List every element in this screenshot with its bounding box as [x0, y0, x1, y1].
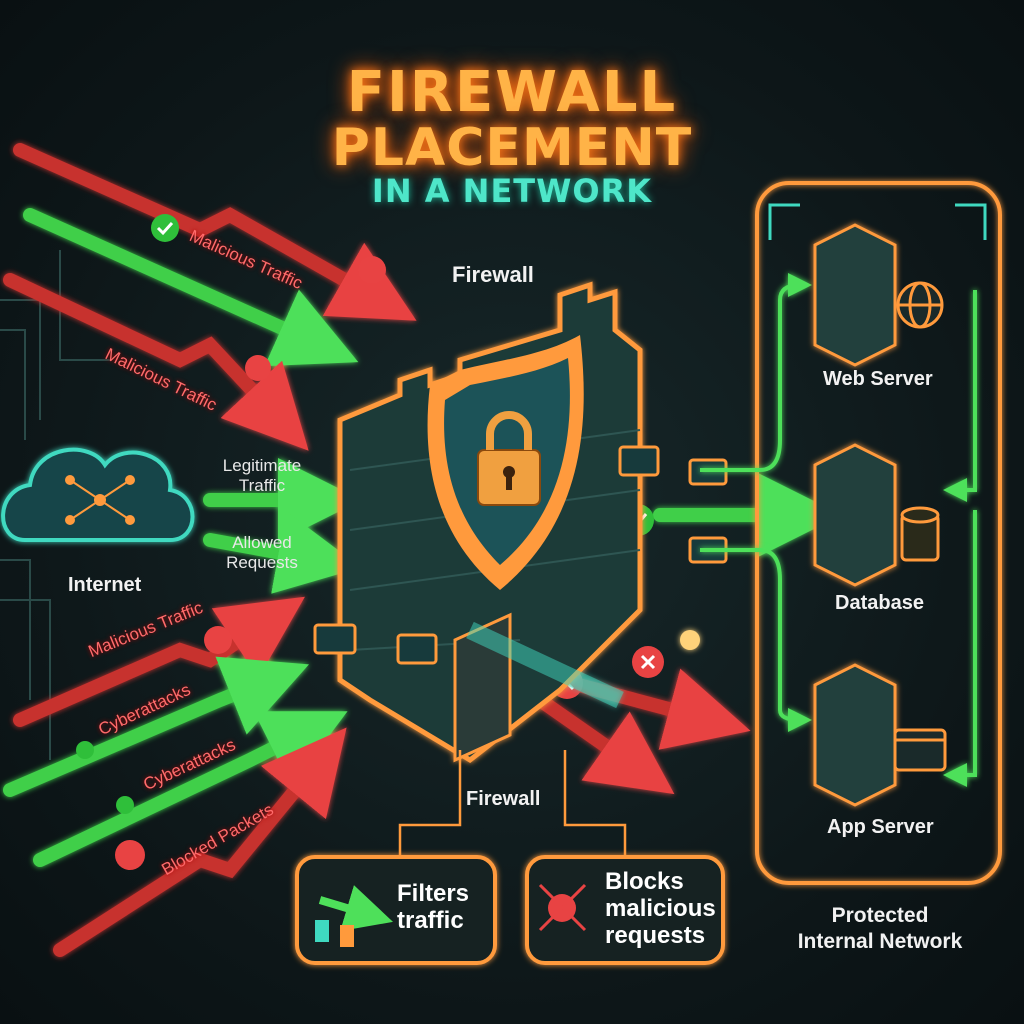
filter-flow-icon	[315, 885, 393, 947]
arrow-malicious-1	[13, 143, 417, 321]
server-label: Database	[835, 592, 924, 614]
arrow-allowed-2	[203, 511, 362, 594]
server-label: App Server	[827, 816, 934, 838]
traffic-label: Allowed Requests	[212, 533, 312, 573]
skull-icon	[538, 883, 587, 932]
title-line-1: FIREWALL	[346, 60, 678, 125]
arrow-malicious-2	[3, 273, 309, 451]
panel-corners	[768, 203, 987, 240]
legitimate-traffic-text: Legitimate Traffic	[222, 456, 302, 495]
traffic-label: Legitimate Traffic	[212, 456, 312, 496]
server-label: Web Server	[823, 368, 933, 390]
allowed-requests-text: Allowed Requests	[226, 533, 298, 572]
internal-network-label: Protected Internal Network	[780, 903, 980, 955]
title-line-3: IN A NETWORK	[371, 172, 653, 210]
feature-line: Filters	[397, 880, 470, 907]
skull-icon	[115, 256, 386, 870]
feature-line: malicious	[605, 895, 716, 922]
cloud-network-icon	[1, 447, 195, 542]
database-icon	[900, 506, 940, 562]
browser-window-icon	[893, 728, 947, 772]
firewall-label-top: Firewall	[452, 262, 534, 287]
firewall-label-bottom: Firewall	[466, 788, 541, 810]
arrow-blocked	[53, 727, 347, 957]
firewall-castle	[337, 281, 643, 764]
internet-label: Internet	[68, 574, 142, 596]
feature-line: Blocks	[605, 868, 684, 895]
arrow-deflected-2	[533, 693, 675, 795]
check-icon	[151, 214, 179, 242]
check-icon	[116, 796, 134, 814]
server-icon	[813, 223, 897, 807]
internal-network-line-2: Internal Network	[797, 930, 963, 953]
feature-filters-text: Filters traffic	[397, 880, 469, 934]
globe-icon	[896, 281, 944, 329]
feature-box-blocks	[525, 855, 725, 965]
feature-line: traffic	[397, 907, 464, 934]
title-line-2: PLACEMENT	[331, 118, 693, 178]
arrow-malicious-3	[13, 596, 305, 727]
feature-line: requests	[605, 922, 706, 949]
spark-icon	[680, 630, 700, 650]
check-icon	[76, 741, 94, 759]
arrow-allowed-1	[23, 208, 359, 367]
feature-blocks-text: Blocks malicious requests	[605, 868, 716, 949]
internal-network-line-1: Protected	[831, 904, 929, 927]
callout-lines	[398, 750, 627, 855]
packet-icon	[313, 445, 728, 665]
internal-network-panel	[755, 181, 1002, 885]
arrow-cyber-1	[3, 656, 309, 797]
